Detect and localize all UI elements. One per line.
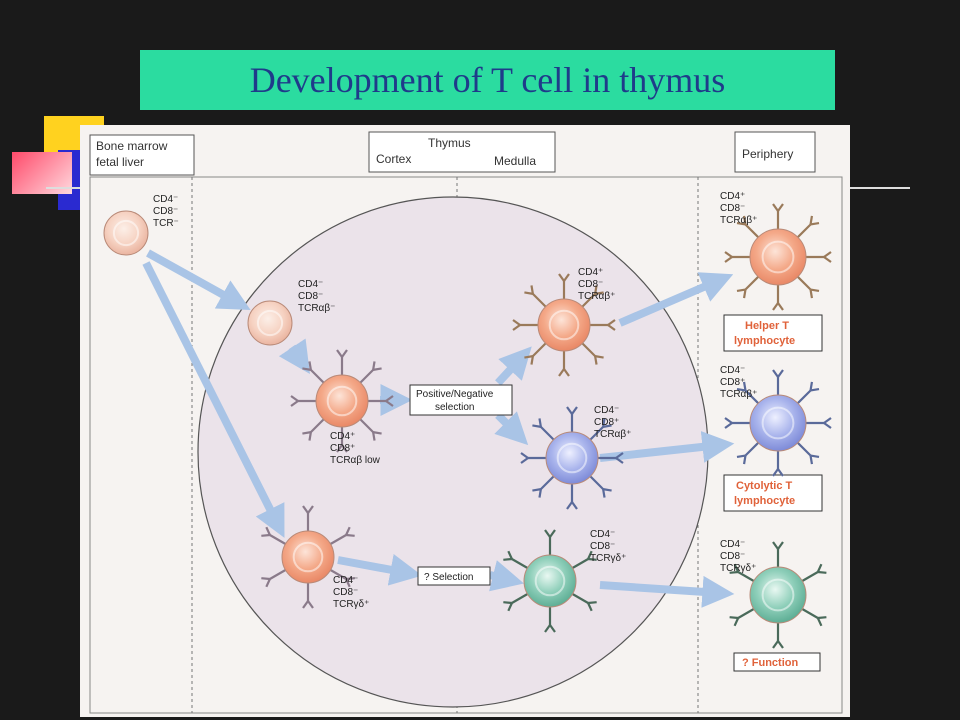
dp-thymocyte-cell [290,349,394,453]
svg-text:CD4⁻: CD4⁻ [594,405,619,416]
helper-cell-label: CD4⁺ CD8⁻ TCRαβ⁺ [720,191,757,226]
periphery-label: Periphery [734,131,816,173]
cytolytic-cell-label: CD4⁻ CD8⁺ TCRαβ⁺ [720,365,757,400]
cd8-medulla-label: CD4⁻ CD8⁺ TCRαβ⁺ [594,405,631,440]
positive-negative-selection-box: Positive/Negative selection [409,384,513,416]
thymus-label: Thymus Cortex Medulla [368,131,556,173]
cd4-medulla-label: CD4⁺ CD8⁻ TCRαβ⁺ [578,267,615,302]
svg-text:TCR⁻: TCR⁻ [153,218,179,229]
svg-text:TCRαβ⁺: TCRαβ⁺ [594,429,631,440]
svg-text:TCRγδ⁺: TCRγδ⁺ [590,553,626,564]
dn-label: CD4⁻ CD8⁻ TCRαβ⁻ [298,279,335,314]
cytolytic-outcome-box: Cytolytic T lymphocyte [723,474,823,512]
svg-text:CD4⁻: CD4⁻ [590,529,615,540]
svg-text:TCRαβ⁺: TCRαβ⁺ [720,215,757,226]
svg-text:CD8⁻: CD8⁻ [720,203,745,214]
arrow-progenitor-to-dn [146,249,251,310]
svg-text:Periphery: Periphery [742,147,793,161]
arrow-selection-to-gd-medulla [489,560,524,592]
bone-marrow-label: Bone marrow fetal liver [89,134,195,176]
svg-text:TCRαβ⁻: TCRαβ⁻ [298,303,335,314]
svg-text:lymphocyte: lymphocyte [734,335,795,347]
gd-selection-box: ? Selection [417,566,491,586]
svg-text:selection: selection [435,402,474,413]
svg-text:Thymus: Thymus [428,136,471,150]
svg-text:CD8⁻: CD8⁻ [590,541,615,552]
svg-text:CD8⁻: CD8⁻ [298,291,323,302]
svg-text:CD8⁻: CD8⁻ [720,551,745,562]
svg-text:CD4⁺: CD4⁺ [578,267,603,278]
svg-text:CD8⁻: CD8⁻ [578,279,603,290]
svg-text:? Selection: ? Selection [424,572,473,583]
svg-text:? Function: ? Function [742,657,798,669]
svg-text:CD4⁻: CD4⁻ [720,539,745,550]
gd-periphery-cell [729,541,827,649]
arrow-dn-to-dp [278,338,310,374]
medulla-label: Medulla [494,154,536,168]
cytolytic-t-cell [724,369,832,477]
t-cell-development-diagram: Bone marrow fetal liver Thymus Cortex Me… [80,125,850,717]
svg-text:CD4⁻: CD4⁻ [333,575,358,586]
arrow-gd-to-selection [337,554,423,586]
svg-text:CD8⁻: CD8⁻ [153,206,178,217]
svg-text:TCRγδ⁺: TCRγδ⁺ [333,599,369,610]
svg-text:CD4⁺: CD4⁺ [330,431,355,442]
progenitor-cell [103,210,149,256]
helper-outcome-box: Helper T lymphocyte [723,314,823,352]
dp-label: CD4⁺ CD8⁺ TCRαβ low [330,431,381,466]
svg-text:CD4⁻: CD4⁻ [298,279,323,290]
progenitor-label: CD4⁻ CD8⁻ TCR⁻ [153,194,179,229]
svg-text:CD4⁻: CD4⁻ [153,194,178,205]
gd-medulla-cell [503,529,597,633]
svg-text:TCRαβ⁺: TCRαβ⁺ [720,389,757,400]
svg-text:CD8⁺: CD8⁺ [330,443,355,454]
arrow-gd-to-periphery [599,575,735,608]
function-outcome-box: ? Function [733,652,821,672]
svg-text:TCRγδ⁺: TCRγδ⁺ [720,563,756,574]
svg-text:TCRαβ⁺: TCRαβ⁺ [578,291,615,302]
arrow-selection-to-cd4 [495,346,532,386]
svg-text:TCRαβ low: TCRαβ low [330,455,381,466]
svg-text:lymphocyte: lymphocyte [734,495,795,507]
gd-periphery-label: CD4⁻ CD8⁻ TCRγδ⁺ [720,539,756,574]
gd-cortex-cell [261,505,355,609]
slide-title-bar: Development of T cell in thymus [140,50,835,110]
cortex-label: Cortex [376,152,411,166]
svg-text:CD8⁺: CD8⁺ [720,377,745,388]
arrow-cd4-to-helper [618,272,734,327]
svg-text:CD8⁻: CD8⁻ [333,587,358,598]
gd-medulla-label: CD4⁻ CD8⁻ TCRγδ⁺ [590,529,626,564]
svg-text:CD8⁺: CD8⁺ [594,417,619,428]
arrow-progenitor-to-gd [142,261,285,538]
svg-text:Positive/Negative: Positive/Negative [416,389,494,400]
svg-text:Cytolytic T: Cytolytic T [736,480,793,492]
helper-t-cell [724,203,832,311]
svg-text:Helper T: Helper T [745,320,789,332]
decor-line-left [46,187,86,189]
cd8-medulla-cell [520,406,624,510]
svg-text:Bone marrow: Bone marrow [96,139,168,153]
cd4-medulla-cell [512,273,616,377]
gd-cortex-label: CD4⁻ CD8⁻ TCRγδ⁺ [333,575,369,610]
diagram-frame [89,176,843,714]
decor-line-right [848,187,910,189]
dn-thymocyte-cell [247,300,293,346]
svg-text:CD4⁺: CD4⁺ [720,191,745,202]
slide-title: Development of T cell in thymus [249,60,726,100]
cells-layer [103,203,832,649]
svg-text:CD4⁻: CD4⁻ [720,365,745,376]
arrow-selection-to-cd8 [494,411,529,446]
svg-text:fetal liver: fetal liver [96,155,144,169]
